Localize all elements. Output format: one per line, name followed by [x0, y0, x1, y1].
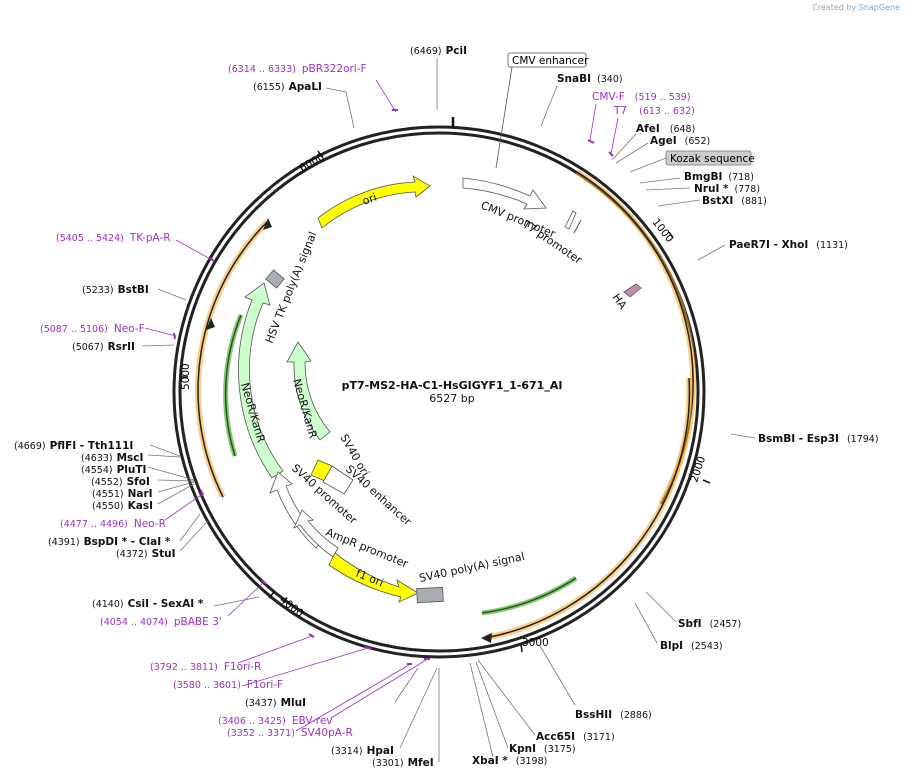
- hsv-tk-polya-feature: [265, 269, 285, 289]
- f1-ori-feature: [328, 552, 419, 603]
- scale-2000: 2000: [688, 455, 708, 484]
- enzyme-sbfi: SbfI(2457): [678, 618, 741, 630]
- plasmid-name: pT7-MS2-HA-C1-HsGIGYF1_1-671_AI: [342, 379, 563, 392]
- enzyme-bsmbi-esp3i: BsmBI - Esp3I(1794): [758, 433, 879, 445]
- primer-cmv-f: CMV-F(519 .. 539): [592, 91, 691, 103]
- ori-feature: [317, 175, 431, 229]
- enzyme-rsrii: (5067)RsrII: [72, 341, 135, 353]
- primer-tk-pa-r: (5405 .. 5424)TK-pA-R: [56, 232, 171, 244]
- primer-t7: T7(613 .. 632): [613, 105, 695, 117]
- primer-leaders: [144, 79, 619, 732]
- neokan-outer-feature: [238, 282, 284, 479]
- enzyme-nari: (4551)NarI: [92, 488, 153, 500]
- scale-1000: 1000: [650, 216, 676, 244]
- cmv-promoter-feature: [462, 177, 547, 210]
- t7-promoter-label: T7 promoter: [519, 217, 584, 267]
- enzyme-snabi: SnaBI(340): [557, 73, 623, 85]
- scale-ticks: [180, 150, 711, 653]
- enzyme-bmgbi: BmgBI(718): [684, 171, 754, 183]
- primer-ebv-rev: (3406 .. 3425)EBV-rev: [218, 715, 333, 727]
- enzyme-nrui: NruI *(778): [694, 183, 760, 195]
- primer-pbr322ori-f: (6314 .. 6333)pBR322ori-F: [228, 63, 367, 75]
- neokan-inner-feature: [286, 341, 331, 441]
- enzyme-acc65i: Acc65I(3171): [536, 731, 615, 743]
- ori-label: ori: [361, 191, 379, 208]
- enzyme-paer7i-xhoi: PaeR7I - XhoI(1131): [729, 239, 848, 251]
- enzyme-sfoi: (4552)SfoI: [91, 476, 150, 488]
- backbone-outer: [172, 125, 706, 659]
- scale-5000: 5000: [180, 363, 192, 390]
- kozak-label: Kozak sequence: [670, 153, 755, 165]
- credit-prefix: Created by: [812, 3, 857, 12]
- enzyme-msci: (4633)MscI: [81, 452, 143, 464]
- ampr-promoter-feature: [293, 509, 339, 558]
- ha-tag: [623, 283, 642, 298]
- snapgene-logo: SnapGene: [858, 3, 900, 12]
- cmv-enhancer-leader: [495, 66, 513, 169]
- sv40-polya-label: SV40 poly(A) signal: [418, 550, 526, 585]
- sv40-polya-feature: [416, 586, 444, 604]
- primer-f1ori-r: (3792 .. 3811)F1ori-R: [150, 661, 261, 673]
- scale-6000: 6000: [298, 151, 327, 175]
- hsv-tk-label: HSV TK poly(A) signal: [263, 230, 320, 345]
- enzyme-blpi: BlpI(2543): [660, 640, 723, 652]
- enzyme-csii-sexai: (4140)CsiI - SexAI *: [92, 598, 204, 610]
- backbone-inner: [178, 131, 700, 653]
- enzyme-bsshii: BssHII(2886): [575, 709, 652, 721]
- t7-promoter-feature: [564, 210, 577, 230]
- enzyme-bstbi: (5233)BstBI: [82, 284, 149, 296]
- primer-neo-f: (5087 .. 5106)Neo-F: [40, 323, 145, 335]
- enzyme-leaders: [141, 58, 756, 762]
- enzyme-xbai: XbaI *(3198): [472, 755, 547, 767]
- orf-arcs: [195, 169, 697, 643]
- enzyme-apali: (6155)ApaLI: [253, 81, 322, 93]
- primer-sv40pa-r: (3352 .. 3371)SV40pA-R: [227, 727, 353, 739]
- snapgene-credit: Created by SnapGene: [812, 3, 900, 12]
- enzyme-kpni: KpnI(3175): [509, 743, 576, 755]
- neokan-outer-label: NeoR/KanR: [238, 381, 268, 444]
- primer-neo-r: (4477 .. 4496)Neo-R: [60, 518, 166, 530]
- cmv-enhancer-label: CMV enhancer: [512, 55, 589, 67]
- primer-marks: [173, 109, 614, 665]
- scale-3000: 3000: [522, 637, 549, 649]
- enzyme-hpai: (3314)HpaI: [331, 745, 394, 757]
- sv40-enhancer-feature: [322, 465, 354, 495]
- enzyme-bstxi: BstXI(881): [702, 195, 767, 207]
- enzyme-pluti: (4554)PluTI: [81, 464, 146, 476]
- enzyme-agei: AgeI(652): [650, 135, 710, 147]
- enzyme-kasi: (4550)KasI: [92, 500, 153, 512]
- enzyme-pflfi-tth111i: (4669)PflFI - Tth111I: [14, 440, 133, 452]
- enzyme-pcii: (6469)PciI: [410, 45, 467, 57]
- t7-mark: [573, 219, 582, 234]
- cmv-enhancer-box: [507, 52, 587, 68]
- enzyme-mlui: (3437)MluI: [245, 697, 306, 709]
- primer-pbabe3: (4054 .. 4074)pBABE 3': [100, 616, 222, 628]
- plasmid-size: 6527 bp: [429, 392, 474, 405]
- enzyme-bspdi-clai: (4391)BspDI * - ClaI *: [48, 536, 171, 548]
- primer-f1ori-f: (3580 .. 3601)F1ori-F: [173, 679, 283, 691]
- enzyme-mfei: (3301)MfeI: [372, 757, 434, 769]
- enzyme-afei: AfeI(648): [636, 123, 695, 135]
- enzyme-stui: (4372)StuI: [116, 548, 176, 560]
